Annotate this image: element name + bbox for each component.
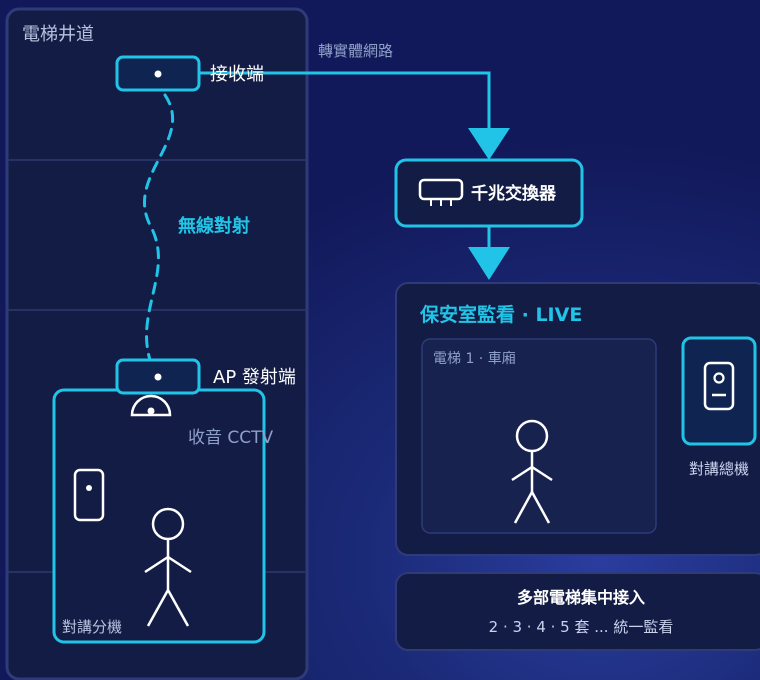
receiver-label: 接收端	[210, 64, 264, 85]
camera-feed-label: 電梯 1 · 車廂	[433, 350, 516, 367]
ethernet-label: 轉實體網路	[318, 42, 393, 60]
camera-feed: 電梯 1 · 車廂	[421, 338, 657, 534]
down-arrow-icon	[468, 247, 510, 280]
shaft-title: 電梯井道	[22, 24, 94, 45]
wireless-label: 無線對射	[178, 215, 250, 237]
cctv-dome-icon	[130, 394, 172, 417]
intercom-master-label: 對講總機	[689, 460, 749, 478]
multi-elevator-panel: 多部電梯集中接入 2 · 3 · 4 · 5 套 ... 統一監看	[395, 572, 760, 651]
receiver-unit: 接收端	[115, 55, 264, 92]
intercom-extension-label: 對講分機	[62, 618, 122, 636]
switch-to-security-link	[468, 226, 510, 280]
cctv-label: 收音 CCTV	[188, 428, 274, 448]
ap-transmitter: AP 發射端	[115, 358, 296, 395]
switch-label: 千兆交換器	[471, 183, 557, 204]
security-panel: 保安室監看 · LIVE 電梯 1 · 車廂 對講總機	[395, 282, 760, 556]
multi-elevator-subtitle: 2 · 3 · 4 · 5 套 ... 統一監看	[489, 618, 674, 636]
ethernet-link: 轉實體網路	[190, 42, 510, 160]
switch-icon	[418, 178, 464, 206]
intercom-master-unit: 對講總機	[681, 336, 757, 478]
security-title: 保安室監看 · LIVE	[419, 303, 582, 326]
multi-elevator-title: 多部電梯集中接入	[517, 588, 645, 607]
passenger-icon	[144, 507, 192, 627]
indicator-dot-icon	[154, 373, 162, 381]
indicator-dot-icon	[154, 70, 162, 78]
wireless-beam: 無線對射	[143, 93, 250, 362]
intercom-extension-icon	[73, 468, 105, 522]
down-arrow-icon	[468, 128, 510, 160]
passenger-icon	[511, 419, 553, 524]
intercom-master-icon	[703, 361, 735, 411]
gigabit-switch: 千兆交換器	[394, 158, 584, 228]
ap-label: AP 發射端	[213, 367, 296, 388]
